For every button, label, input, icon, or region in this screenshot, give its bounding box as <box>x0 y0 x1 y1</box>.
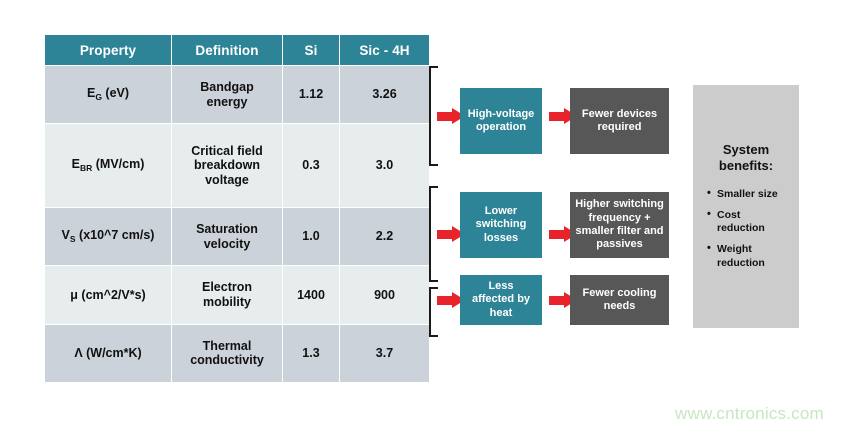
column-header-definition: Definition <box>172 35 282 65</box>
property-comparison-table: Property Definition Si Sic - 4H EG (eV)B… <box>44 34 430 383</box>
cell-sic-value: 3.7 <box>340 324 429 382</box>
system-benefits-list: Smaller sizeCost reductionWeight reducti… <box>707 187 799 278</box>
cell-sic-value: 900 <box>340 266 429 324</box>
cell-definition: Bandgap energy <box>172 66 282 124</box>
flow-effect-box-2: Higher switching frequency + smaller fil… <box>570 192 669 258</box>
cell-definition: Critical field breakdown voltage <box>172 124 282 207</box>
cell-property: EBR (MV/cm) <box>45 124 171 207</box>
cell-sic-value: 3.26 <box>340 66 429 124</box>
cell-si-value: 1400 <box>283 266 339 324</box>
column-header-property: Property <box>45 35 171 65</box>
flow-cause-box-3: Less affected by heat <box>460 275 542 325</box>
flow-cause-box-1: High-voltage operation <box>460 88 542 154</box>
cell-si-value: 0.3 <box>283 124 339 207</box>
benefit-list-item: Smaller size <box>707 187 799 201</box>
column-header-si: Si <box>283 35 339 65</box>
benefit-list-item: Cost reduction <box>707 208 799 235</box>
cell-si-value: 1.12 <box>283 66 339 124</box>
cell-property: VS (x10^7 cm/s) <box>45 207 171 266</box>
cell-definition: Electron mobility <box>172 266 282 324</box>
cell-sic-value: 2.2 <box>340 207 429 266</box>
cell-si-value: 1.3 <box>283 324 339 382</box>
cell-property: μ (cm^2/V*s) <box>45 266 171 324</box>
flow-cause-box-2: Lower switching losses <box>460 192 542 258</box>
system-benefits-panel: System benefits: Smaller sizeCost reduct… <box>693 85 799 328</box>
flow-effect-box-1: Fewer devices required <box>570 88 669 154</box>
benefit-list-item: Weight reduction <box>707 242 799 269</box>
watermark-text: www.cntronics.com <box>675 404 824 423</box>
cell-property: Λ (W/cm*K) <box>45 324 171 382</box>
group-bracket-1 <box>429 66 438 166</box>
table-header-row: Property Definition Si Sic - 4H <box>45 35 429 65</box>
column-header-sic-4h: Sic - 4H <box>340 35 429 65</box>
table-row: EBR (MV/cm)Critical field breakdown volt… <box>45 124 429 207</box>
cell-definition: Saturation velocity <box>172 207 282 266</box>
system-benefits-title: System benefits: <box>718 142 774 173</box>
cell-property: EG (eV) <box>45 66 171 124</box>
cell-sic-value: 3.0 <box>340 124 429 207</box>
group-bracket-2 <box>429 186 438 282</box>
flow-effect-box-3: Fewer cooling needs <box>570 275 669 325</box>
cell-definition: Thermal conductivity <box>172 324 282 382</box>
cell-si-value: 1.0 <box>283 207 339 266</box>
group-bracket-3 <box>429 287 438 337</box>
